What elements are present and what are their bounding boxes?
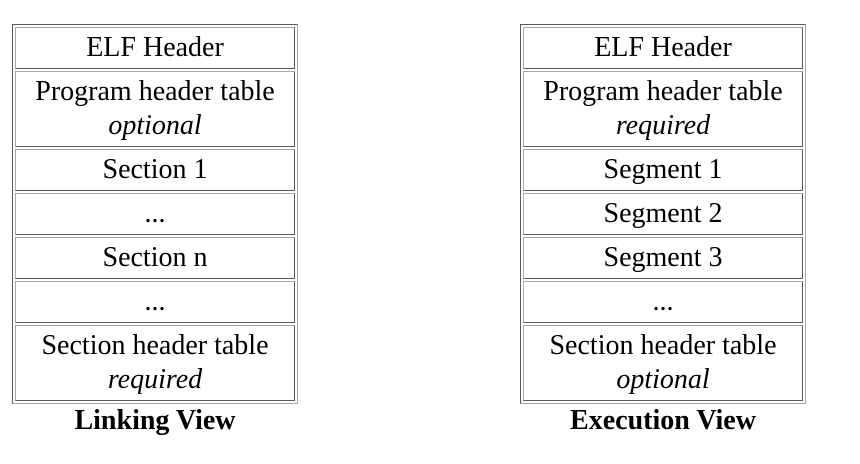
elf-header-cell: ELF Header [523, 27, 803, 69]
table-row: Section n [15, 237, 295, 279]
segment-cell: Segment 2 [523, 193, 803, 235]
cell-label: Section n [102, 242, 208, 273]
ellipsis-cell: ... [523, 281, 803, 323]
cell-label: Segment 3 [603, 242, 723, 273]
ellipsis-cell: ... [15, 281, 295, 323]
table-row: ELF Header [523, 27, 803, 69]
cell-note: optional [108, 110, 202, 141]
cell-label: ... [144, 286, 166, 317]
table-row: ... [523, 281, 803, 323]
cell-label: Program header table [543, 76, 783, 107]
ellipsis-cell: ... [15, 193, 295, 235]
section-cell: Section 1 [15, 149, 295, 191]
execution-view-caption: Execution View [570, 405, 756, 436]
cell-note: required [615, 110, 711, 141]
elf-header-cell: ELF Header [15, 27, 295, 69]
cell-label: ... [144, 198, 166, 229]
table-row: Segment 2 [523, 193, 803, 235]
cell-label: ... [652, 286, 674, 317]
cell-note: required [107, 364, 203, 395]
cell-label: Segment 2 [603, 198, 723, 229]
table-row: ELF Header [15, 27, 295, 69]
cell-label: Section 1 [102, 154, 208, 185]
cell-label: Section header table [549, 330, 777, 361]
cell-label: Program header table [35, 76, 275, 107]
table-row: Segment 3 [523, 237, 803, 279]
cell-label: ELF Header [86, 32, 224, 63]
table-row: Section 1 [15, 149, 295, 191]
segment-cell: Segment 1 [523, 149, 803, 191]
cell-label: Section header table [41, 330, 269, 361]
segment-cell: Segment 3 [523, 237, 803, 279]
section-cell: Section n [15, 237, 295, 279]
cell-label: Segment 1 [603, 154, 723, 185]
table-row: ... [15, 193, 295, 235]
cell-label: ELF Header [594, 32, 732, 63]
cell-note: optional [616, 364, 710, 395]
table-row: Segment 1 [523, 149, 803, 191]
table-row: ... [15, 281, 295, 323]
linking-view-caption: Linking View [74, 405, 236, 436]
